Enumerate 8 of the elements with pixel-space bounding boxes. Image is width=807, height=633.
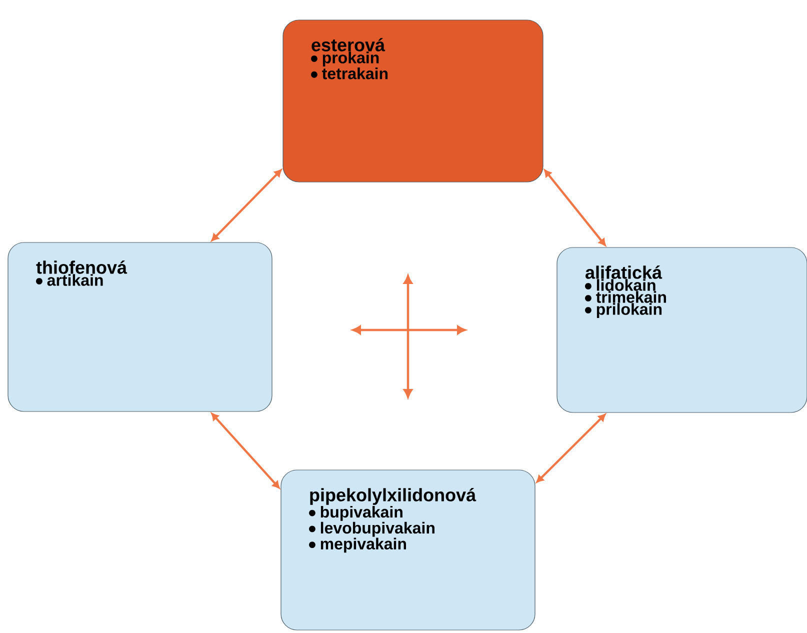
- double-arrow: [211, 413, 280, 488]
- double-arrow: [536, 414, 606, 483]
- category-box: thiofenová artikain: [8, 242, 272, 412]
- category-box: esterová prokain tetrakain: [282, 20, 544, 182]
- category-box: pipekolylxilidonová bupivakain levobupivakain mepivakain: [280, 470, 536, 630]
- double-arrow: [211, 169, 282, 242]
- category-box: alifatická lidokain trimekain prilokain: [556, 247, 807, 413]
- double-arrow: [544, 170, 606, 246]
